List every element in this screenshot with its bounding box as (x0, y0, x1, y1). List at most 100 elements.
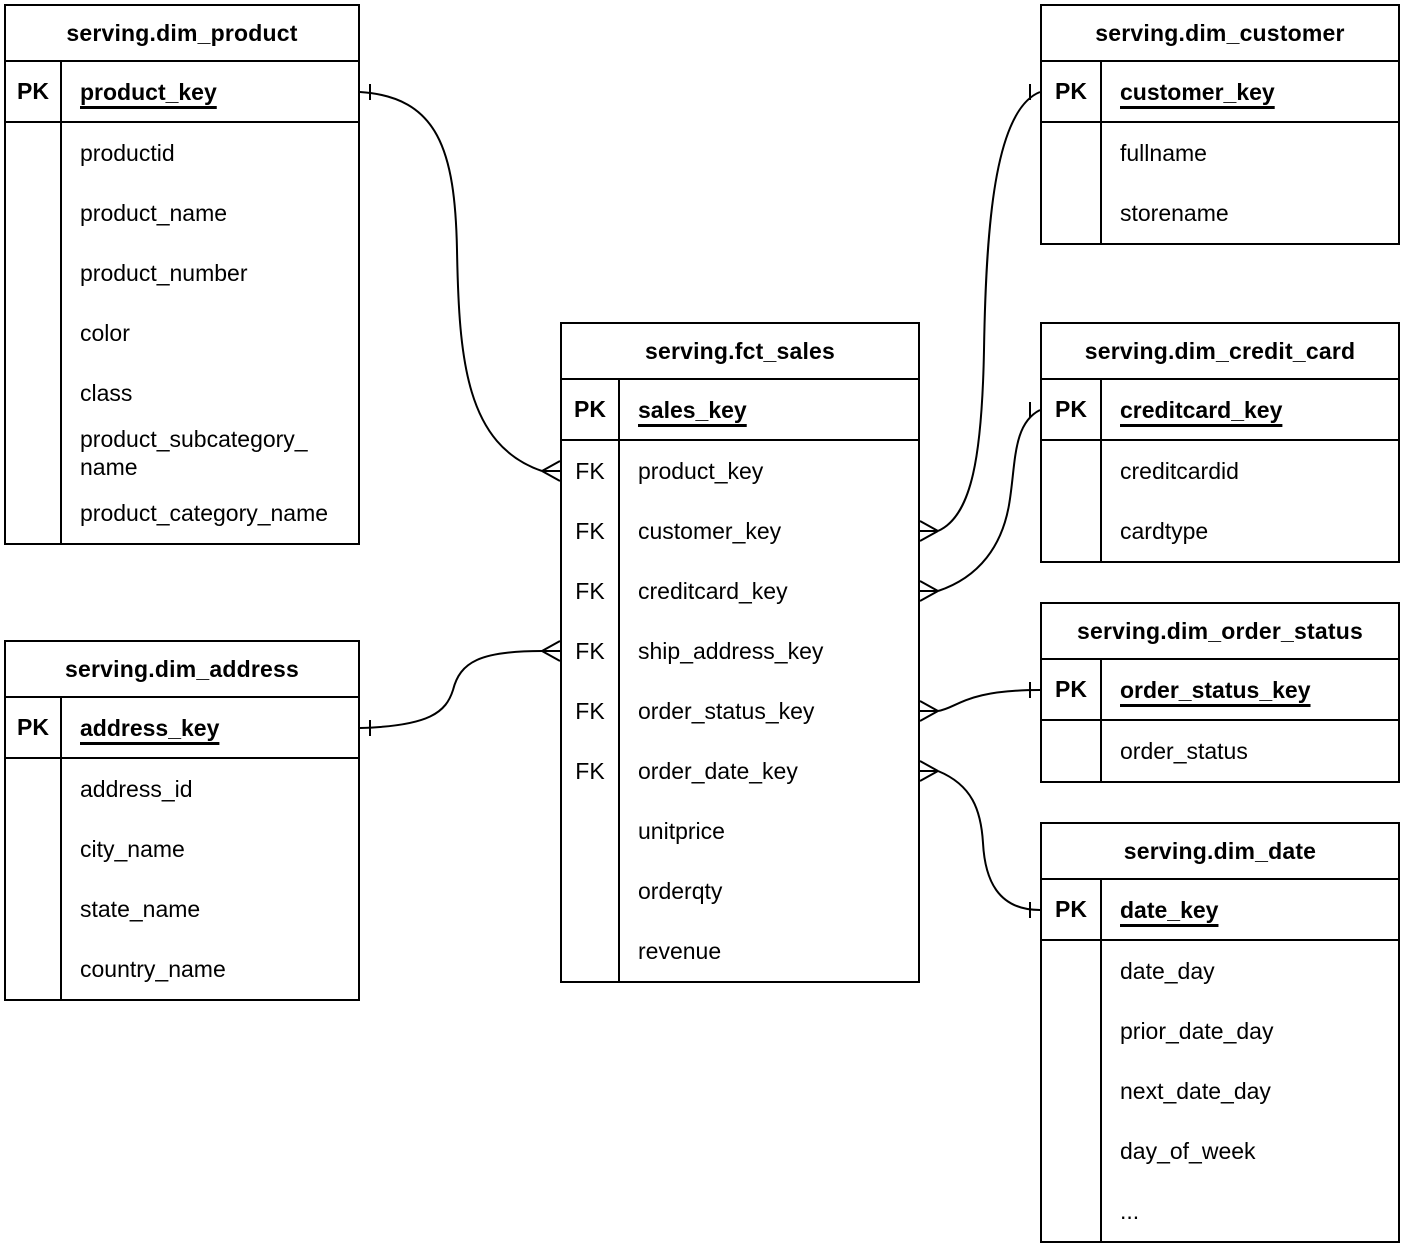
field-row: fullname (1042, 123, 1398, 183)
fk-badge (1042, 721, 1102, 781)
field-name: orderqty (638, 878, 723, 904)
relationship-customer-sales (919, 84, 1041, 542)
pk-badge: PK (1042, 380, 1102, 439)
relationship-line (359, 91, 543, 472)
field-cell: order_​date_​key (620, 741, 918, 801)
crows-foot-many-icon (541, 640, 561, 662)
field-cell: product_​number (62, 243, 358, 303)
fk-badge (6, 123, 62, 183)
table-title: serving.dim_date (1042, 824, 1398, 880)
field-row: date_​day (1042, 941, 1398, 1001)
relationship-line (937, 770, 1041, 911)
field-name: order_​status_​key (638, 698, 815, 724)
fk-badge (6, 759, 62, 819)
table-title: serving.dim_address (6, 642, 358, 698)
primary-key-row: PK address_​key (6, 698, 358, 759)
fk-badge (6, 423, 62, 483)
fk-badge (6, 879, 62, 939)
field-cell: address_​key (62, 698, 358, 757)
field-name: state_​name (80, 896, 201, 922)
field-row: order_​status (1042, 721, 1398, 781)
field-cell: sales_​key (620, 380, 918, 439)
fk-badge: FK (562, 501, 620, 561)
fk-badge (562, 861, 620, 921)
fk-badge (6, 183, 62, 243)
field-row: product_​category_​name (6, 483, 358, 543)
field-cell: order_​status_​key (1102, 660, 1398, 719)
field-cell: state_​name (62, 879, 358, 939)
field-cell: product_​category_​name (62, 483, 358, 543)
field-name: revenue (638, 938, 722, 964)
field-cell: ship_​address_​key (620, 621, 918, 681)
field-cell: customer_​key (1102, 62, 1398, 121)
field-name: product_​subcategory_​name (80, 426, 308, 480)
relationship-line (359, 650, 543, 729)
pk-field-name: creditcard_​key (1120, 396, 1283, 423)
fk-badge (6, 363, 62, 423)
field-name: productid (80, 140, 175, 166)
fk-badge (1042, 441, 1102, 501)
field-name: next_​date_​day (1120, 1078, 1271, 1104)
fk-badge: FK (562, 561, 620, 621)
field-cell: date_​key (1102, 880, 1398, 939)
table-title: serving.dim_product (6, 6, 358, 62)
field-cell: creditcardid (1102, 441, 1398, 501)
relationship-address-sales (359, 640, 561, 736)
fk-badge (1042, 941, 1102, 1001)
crows-foot-many-icon (919, 520, 939, 542)
fk-badge (1042, 183, 1102, 243)
field-row: address_​id (6, 759, 358, 819)
field-cell: creditcard_​key (620, 561, 918, 621)
fk-badge (1042, 501, 1102, 561)
primary-key-row: PK creditcard_​key (1042, 380, 1398, 441)
crows-foot-many-icon (541, 460, 561, 482)
fk-badge (562, 801, 620, 861)
field-cell: product_​subcategory_​name (62, 423, 358, 483)
field-cell: product_​key (620, 441, 918, 501)
pk-field-name: product_​key (80, 78, 217, 105)
field-row: productid (6, 123, 358, 183)
field-row: class (6, 363, 358, 423)
field-cell: address_​id (62, 759, 358, 819)
field-cell: date_​day (1102, 941, 1398, 1001)
field-cell: revenue (620, 921, 918, 981)
relationship-orderstatus-sales (919, 682, 1041, 722)
table-title: serving.dim_credit_card (1042, 324, 1398, 380)
field-row: prior_​date_​day (1042, 1001, 1398, 1061)
field-row: unitprice (562, 801, 918, 861)
pk-badge: PK (1042, 62, 1102, 121)
fk-badge (1042, 1001, 1102, 1061)
field-row: FK customer_​key (562, 501, 918, 561)
pk-badge: PK (6, 698, 62, 757)
field-name: day_​of_​week (1120, 1138, 1256, 1164)
field-name: customer_​key (638, 518, 782, 544)
table-title: serving.dim_order_status (1042, 604, 1398, 660)
field-name: ship_​address_​key (638, 638, 824, 664)
field-row: next_​date_​day (1042, 1061, 1398, 1121)
fk-badge (562, 921, 620, 981)
table-title: serving.fct_sales (562, 324, 918, 380)
crows-foot-many-icon (919, 700, 939, 722)
field-cell: orderqty (620, 861, 918, 921)
fk-badge (1042, 1061, 1102, 1121)
pk-badge: PK (1042, 880, 1102, 939)
pk-badge: PK (1042, 660, 1102, 719)
fk-badge (6, 819, 62, 879)
pk-badge: PK (6, 62, 62, 121)
primary-key-row: PK product_​key (6, 62, 358, 123)
field-cell: product_​key (62, 62, 358, 121)
pk-field-name: address_​key (80, 714, 220, 741)
relationship-line (937, 409, 1041, 592)
field-cell: city_​name (62, 819, 358, 879)
